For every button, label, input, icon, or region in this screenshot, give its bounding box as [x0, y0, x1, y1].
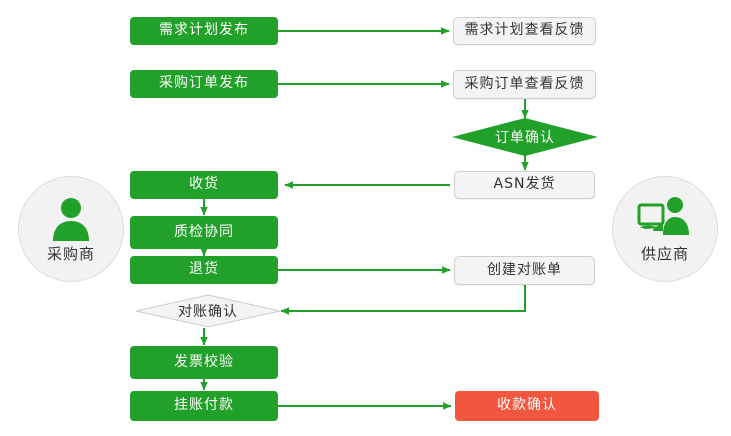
- edge-create-statement-to-statement-confirm: [280, 285, 526, 315]
- node-asn-shipment[interactable]: ASN发货: [454, 171, 595, 199]
- actor-buyer-label: 采购商: [46, 244, 95, 263]
- node-quality-collab-label: 质检协同: [174, 223, 234, 240]
- node-demand-plan-feedback-label: 需求计划查看反馈: [464, 22, 585, 39]
- node-return-goods[interactable]: 退货: [130, 256, 278, 284]
- actor-supplier[interactable]: 供应商: [612, 176, 718, 282]
- node-receive-goods-label: 收货: [189, 176, 219, 193]
- person-at-computer-icon: [637, 195, 693, 241]
- node-pending-payment-label: 挂账付款: [174, 397, 234, 414]
- node-purchase-order-feedback[interactable]: 采购订单查看反馈: [453, 70, 596, 99]
- node-asn-shipment-label: ASN发货: [493, 176, 556, 193]
- node-receive-goods[interactable]: 收货: [130, 171, 278, 199]
- node-purchase-order-feedback-label: 采购订单查看反馈: [464, 75, 585, 92]
- statement-confirm-diamond-shape: [135, 294, 281, 328]
- node-create-statement[interactable]: 创建对账单: [454, 256, 595, 285]
- node-order-confirm[interactable]: 订单确认: [452, 118, 598, 156]
- node-payment-confirm-label: 收款确认: [497, 397, 557, 414]
- node-invoice-check-label: 发票校验: [174, 353, 234, 370]
- node-create-statement-label: 创建对账单: [487, 261, 562, 278]
- node-purchase-order-publish[interactable]: 采购订单发布: [130, 70, 278, 98]
- node-invoice-check[interactable]: 发票校验: [130, 346, 278, 379]
- node-quality-collab[interactable]: 质检协同: [130, 216, 278, 249]
- node-demand-plan-feedback[interactable]: 需求计划查看反馈: [453, 17, 596, 45]
- node-demand-plan-publish[interactable]: 需求计划发布: [130, 17, 278, 45]
- node-pending-payment[interactable]: 挂账付款: [130, 391, 278, 421]
- node-return-goods-label: 退货: [189, 261, 219, 278]
- actor-buyer[interactable]: 采购商: [18, 176, 124, 282]
- order-confirm-diamond-shape: [452, 118, 598, 156]
- node-statement-confirm[interactable]: 对账确认: [135, 294, 281, 328]
- node-purchase-order-publish-label: 采购订单发布: [159, 75, 249, 92]
- node-demand-plan-publish-label: 需求计划发布: [159, 22, 249, 39]
- node-payment-confirm[interactable]: 收款确认: [455, 391, 599, 421]
- actor-supplier-label: 供应商: [640, 244, 689, 263]
- person-icon: [43, 195, 99, 241]
